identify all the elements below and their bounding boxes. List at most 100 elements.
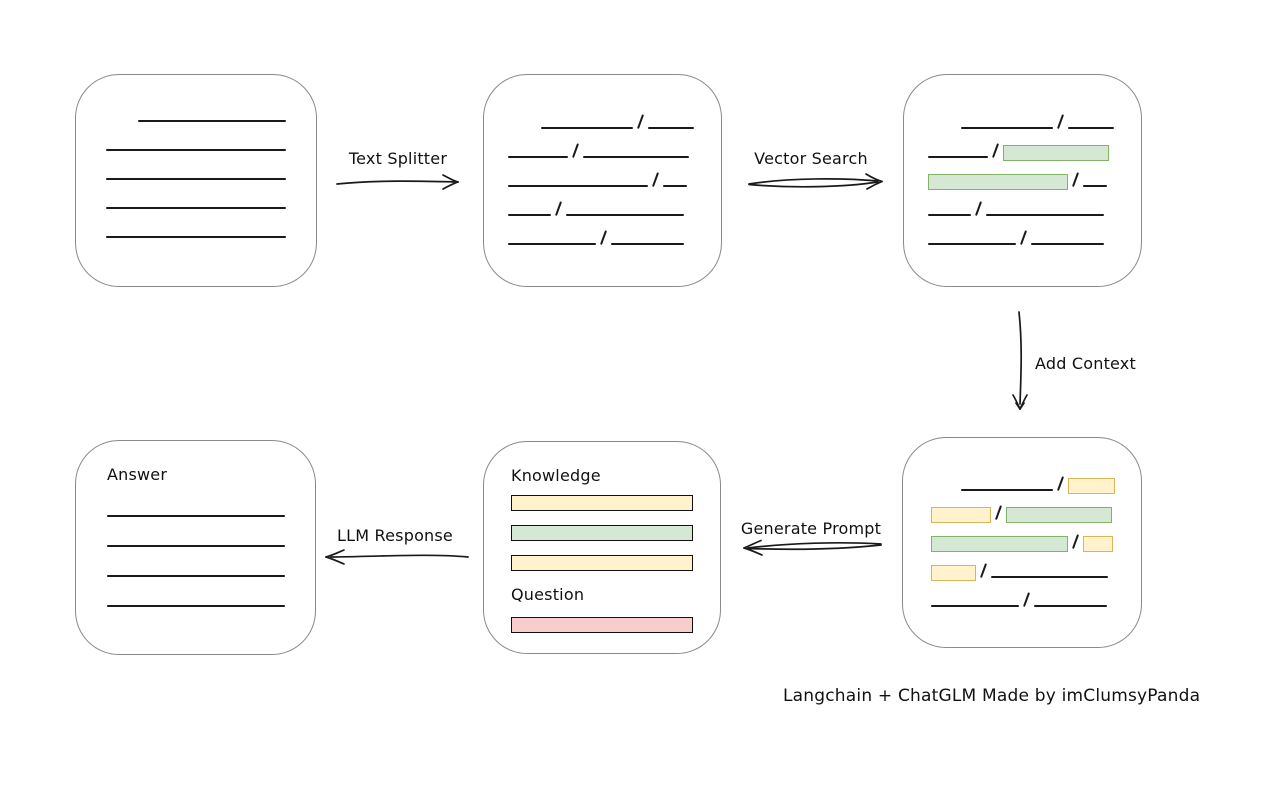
yellow-highlight-chip bbox=[1068, 478, 1115, 494]
text-line bbox=[986, 214, 1104, 216]
text-row bbox=[508, 170, 721, 187]
text-line bbox=[106, 236, 286, 238]
text-line bbox=[611, 243, 684, 245]
yellow-highlight-chip bbox=[931, 565, 976, 581]
text-line bbox=[508, 243, 596, 245]
text-line bbox=[107, 515, 285, 517]
text-row bbox=[107, 590, 315, 607]
slash-separator bbox=[1020, 230, 1028, 245]
text-line bbox=[663, 185, 687, 187]
text-row bbox=[106, 163, 316, 180]
text-line bbox=[648, 127, 694, 129]
slash-separator bbox=[555, 201, 563, 216]
green-highlight-chip bbox=[928, 174, 1068, 190]
text-row bbox=[928, 112, 1141, 129]
text-line bbox=[541, 127, 633, 129]
text-row bbox=[106, 221, 316, 238]
slash-separator bbox=[995, 505, 1003, 520]
text-line bbox=[106, 178, 286, 180]
slash-separator bbox=[652, 172, 660, 187]
text-line bbox=[1034, 605, 1107, 607]
llm-response-arrow bbox=[325, 549, 469, 565]
text-line bbox=[106, 207, 286, 209]
text-line bbox=[1031, 243, 1104, 245]
diagram-caption: Langchain + ChatGLM Made by imClumsyPand… bbox=[783, 686, 1201, 706]
text-row bbox=[508, 141, 721, 158]
yellow-highlight-chip bbox=[931, 507, 991, 523]
text-line bbox=[508, 214, 551, 216]
text-line bbox=[508, 185, 648, 187]
yellow-bar bbox=[511, 555, 693, 571]
llm-response-label: LLM Response bbox=[337, 526, 453, 545]
text-row bbox=[107, 530, 315, 547]
text-row bbox=[508, 199, 721, 216]
split-text-box bbox=[483, 74, 722, 287]
text-row bbox=[107, 560, 315, 577]
text-line bbox=[928, 156, 988, 158]
text-line bbox=[991, 576, 1108, 578]
text-line bbox=[931, 605, 1019, 607]
slash-separator bbox=[1072, 534, 1080, 549]
text-line bbox=[106, 149, 286, 151]
slash-separator bbox=[980, 563, 988, 578]
text-row bbox=[508, 112, 721, 129]
text-row bbox=[931, 503, 1141, 523]
text-line bbox=[961, 489, 1053, 491]
text-line bbox=[508, 156, 568, 158]
text-line bbox=[107, 575, 285, 577]
red-bar bbox=[511, 617, 693, 633]
source-document-box bbox=[75, 74, 317, 287]
add-context-arrow bbox=[1012, 311, 1028, 410]
prompt-box: Knowledge Question bbox=[483, 441, 721, 654]
text-row bbox=[508, 228, 721, 245]
text-line bbox=[961, 127, 1053, 129]
slash-separator bbox=[1057, 476, 1065, 491]
slash-separator bbox=[992, 143, 1000, 158]
knowledge-bars bbox=[511, 495, 720, 571]
text-row bbox=[931, 532, 1141, 552]
text-row bbox=[928, 170, 1141, 190]
slash-separator bbox=[637, 114, 645, 129]
slash-separator bbox=[975, 201, 983, 216]
text-splitter-arrow bbox=[336, 174, 459, 190]
green-highlight-chip bbox=[1006, 507, 1112, 523]
add-context-label: Add Context bbox=[1035, 354, 1136, 373]
text-line bbox=[1068, 127, 1114, 129]
green-bar bbox=[511, 525, 693, 541]
text-row bbox=[928, 141, 1141, 161]
yellow-highlight-chip bbox=[1083, 536, 1113, 552]
generate-prompt-label: Generate Prompt bbox=[740, 519, 882, 538]
text-line bbox=[107, 605, 285, 607]
text-line bbox=[566, 214, 684, 216]
slash-separator bbox=[1023, 592, 1031, 607]
generate-prompt-arrow bbox=[743, 539, 882, 556]
text-line bbox=[107, 545, 285, 547]
yellow-bar bbox=[511, 495, 693, 511]
green-highlight-chip bbox=[931, 536, 1068, 552]
text-row bbox=[928, 199, 1141, 216]
green-highlight-chip bbox=[1003, 145, 1109, 161]
text-row bbox=[931, 474, 1141, 494]
answer-box: Answer bbox=[75, 440, 316, 655]
slash-separator bbox=[1057, 114, 1065, 129]
text-row bbox=[107, 500, 315, 517]
text-line bbox=[928, 243, 1016, 245]
slash-separator bbox=[572, 143, 580, 158]
vector-search-arrow bbox=[748, 173, 883, 190]
text-row bbox=[928, 228, 1141, 245]
question-bars bbox=[511, 617, 720, 633]
text-line bbox=[928, 214, 971, 216]
text-row bbox=[931, 561, 1141, 581]
text-row bbox=[106, 192, 316, 209]
answer-label: Answer bbox=[107, 465, 168, 484]
answer-lines bbox=[107, 484, 315, 607]
text-row bbox=[106, 105, 316, 122]
vector-search-result-box bbox=[903, 74, 1142, 287]
text-row bbox=[931, 590, 1141, 607]
knowledge-label: Knowledge bbox=[511, 466, 601, 485]
context-chunks-box bbox=[902, 437, 1142, 648]
text-row bbox=[106, 134, 316, 151]
vector-search-label: Vector Search bbox=[754, 149, 868, 168]
text-line bbox=[583, 156, 689, 158]
